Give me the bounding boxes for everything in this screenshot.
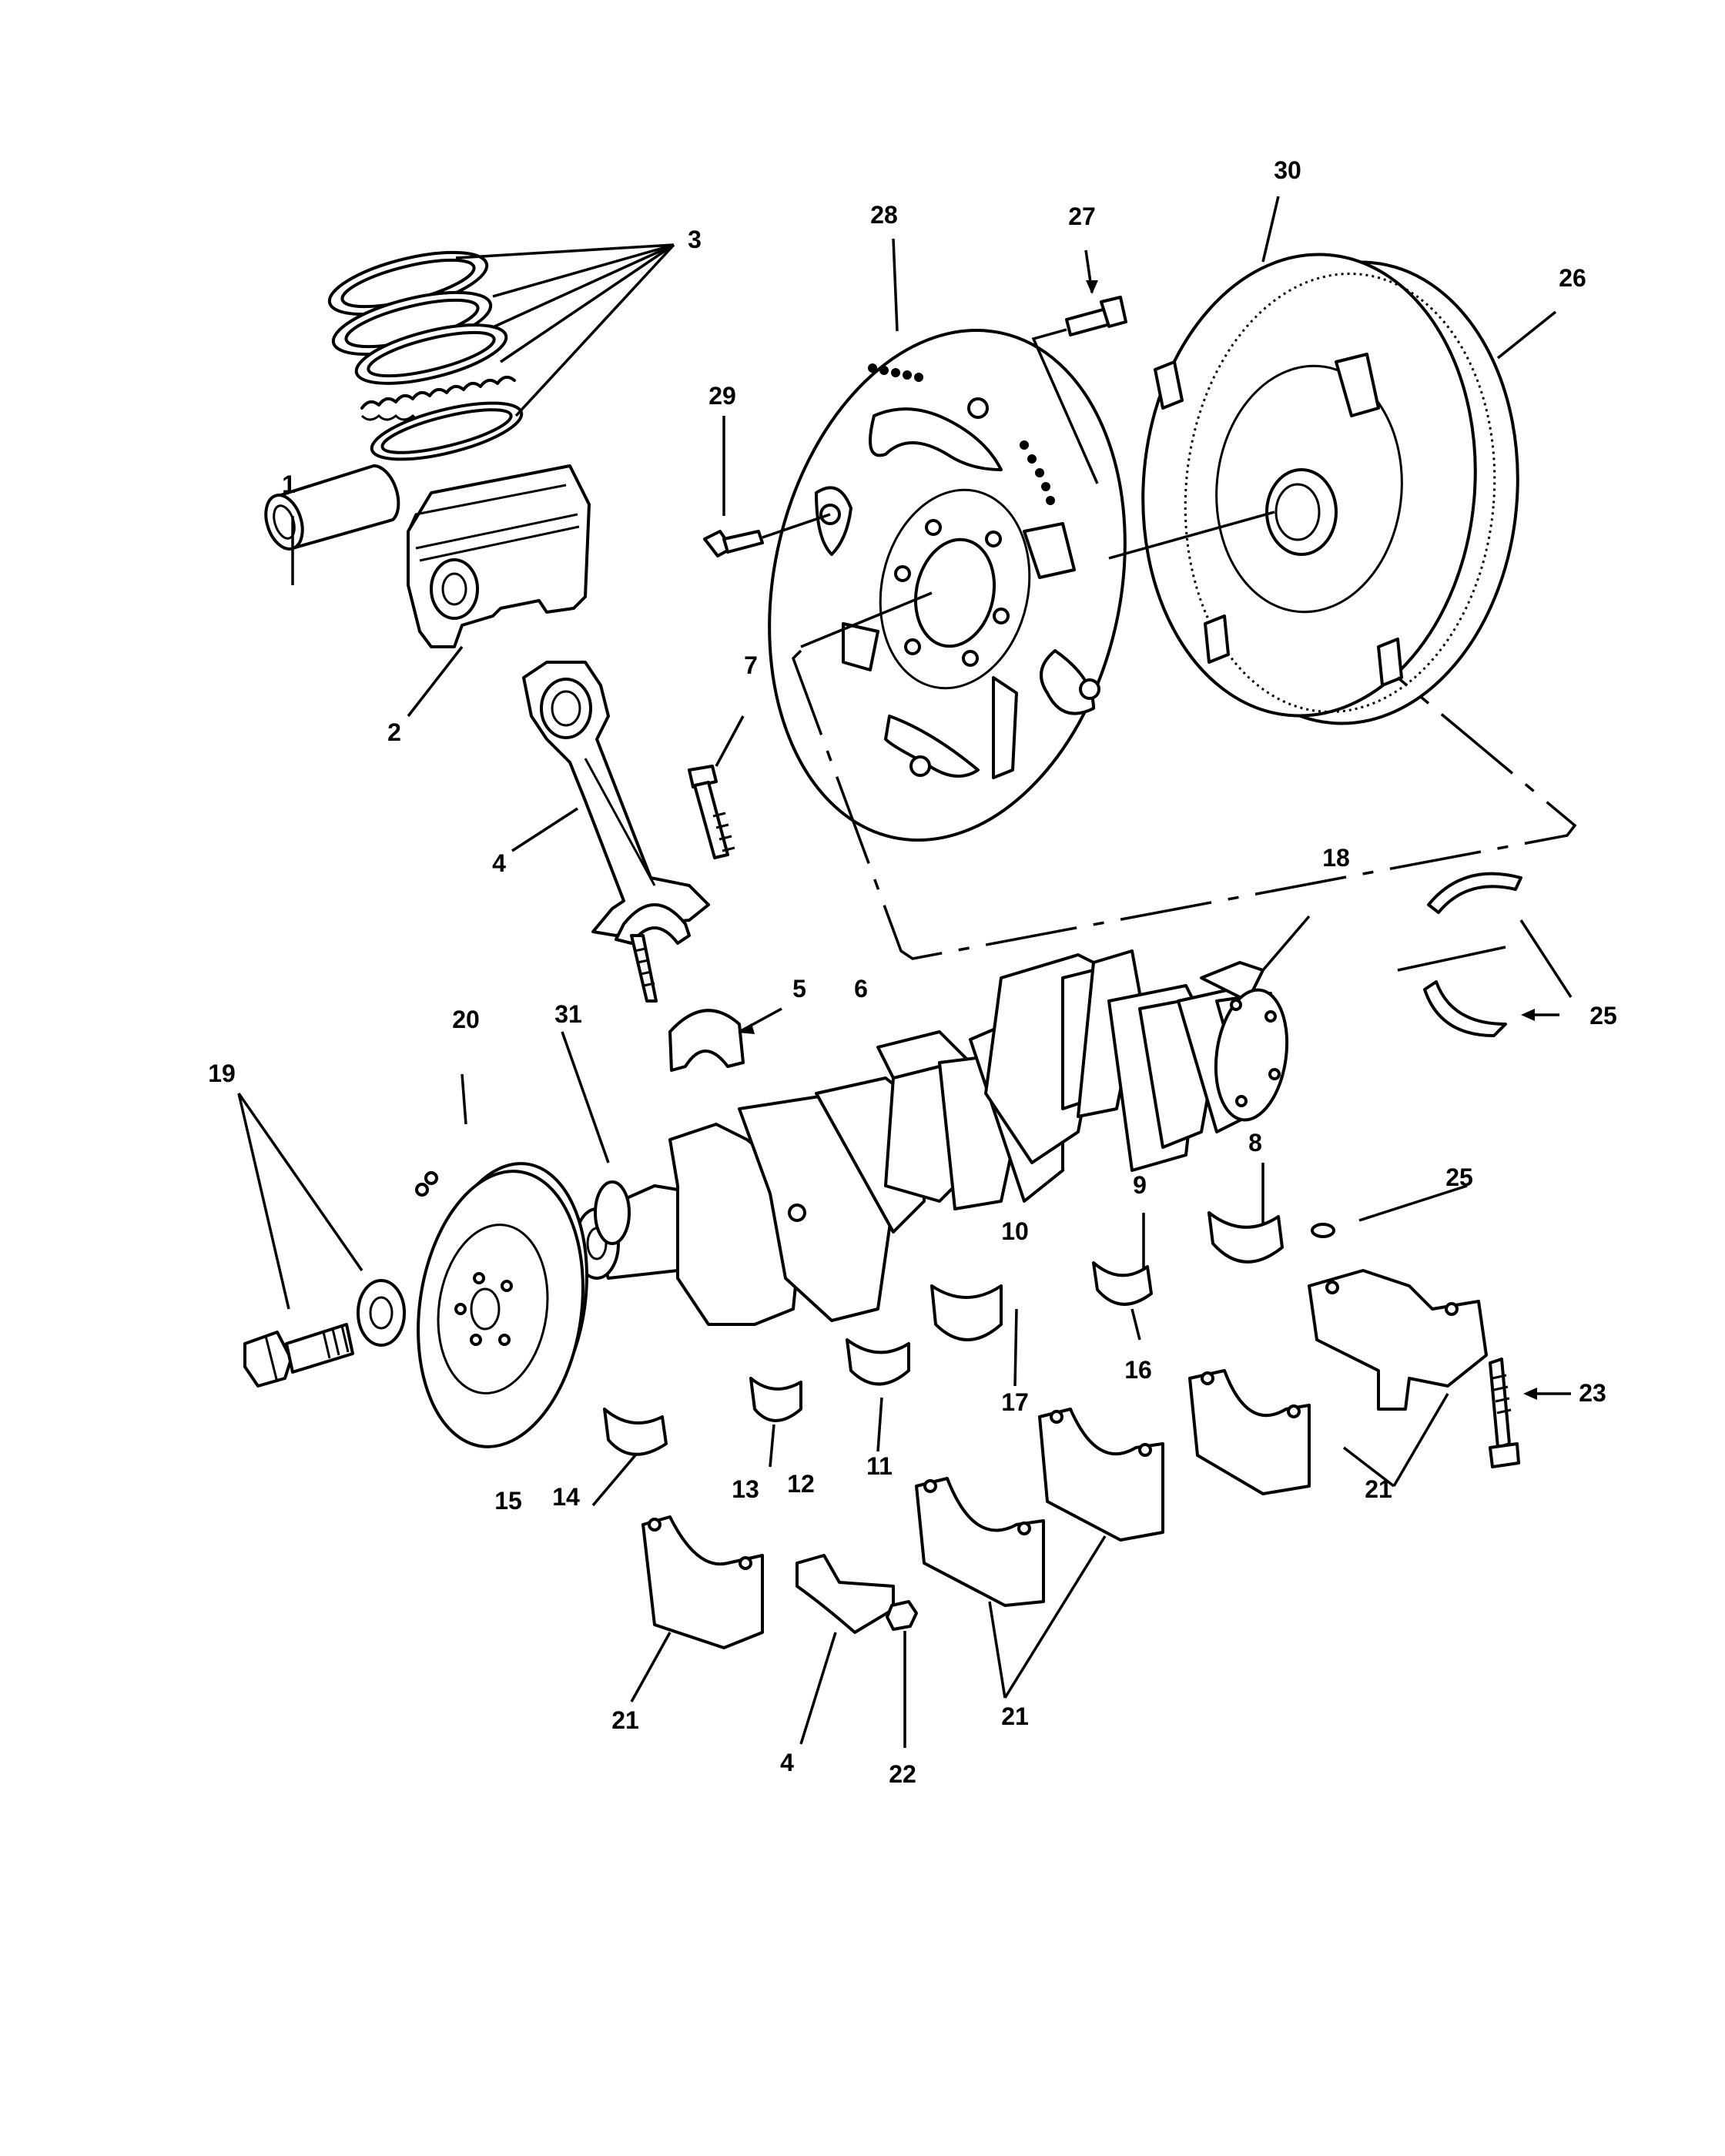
torque-converter	[1141, 253, 1519, 725]
alignment-line	[791, 649, 1577, 960]
callout-8: 8	[1248, 1129, 1262, 1157]
callout-25-lower: 25	[1445, 1163, 1473, 1191]
callout-23: 23	[1579, 1379, 1606, 1407]
thrust-washers	[1397, 872, 1573, 1037]
piston-pin	[264, 464, 400, 551]
callout-4-bottom: 4	[780, 1749, 794, 1776]
callout-21-b: 21	[1001, 1702, 1029, 1730]
callout-19: 19	[208, 1060, 236, 1087]
main-cap-bolt	[1489, 1358, 1520, 1468]
callout-5: 5	[792, 975, 806, 1003]
callout-12: 12	[787, 1470, 815, 1498]
callout-13: 13	[732, 1475, 759, 1503]
alignment-line-ext	[800, 511, 1275, 648]
callout-11: 11	[866, 1452, 893, 1480]
converter-bolt	[1031, 296, 1127, 484]
callout-10: 10	[1001, 1217, 1029, 1245]
callout-22: 22	[889, 1760, 916, 1788]
callout-27: 27	[1068, 203, 1096, 230]
callout-29: 29	[708, 382, 736, 410]
callout-14: 14	[552, 1483, 580, 1511]
seal-ring	[1311, 1223, 1335, 1238]
crankshaft	[574, 949, 1289, 1326]
callout-2: 2	[387, 718, 401, 746]
callout-28: 28	[870, 201, 898, 229]
leader-lines	[237, 196, 1571, 1748]
callout-21-c: 21	[1365, 1475, 1392, 1503]
piston	[407, 464, 591, 648]
callout-3: 3	[688, 226, 702, 253]
callout-4-top: 4	[492, 849, 506, 877]
rod-nut	[886, 1600, 918, 1631]
connecting-rod	[522, 661, 710, 1003]
callout-31: 31	[554, 1000, 582, 1028]
callout-21-a: 21	[611, 1706, 639, 1734]
main-bearing-caps	[641, 1269, 1488, 1649]
callout-16: 16	[1124, 1356, 1152, 1384]
callout-labels: 1 2 3 4 5 6 7 8 9 10 11 12 13 14 15 16 1…	[208, 156, 1617, 1788]
callout-7: 7	[744, 651, 758, 679]
callout-1: 1	[282, 470, 296, 498]
callout-30: 30	[1274, 156, 1301, 184]
rod-bolt	[688, 765, 735, 859]
callout-9: 9	[1133, 1171, 1147, 1199]
piston-rings	[327, 250, 524, 461]
callout-15: 15	[494, 1487, 522, 1515]
callout-18: 18	[1322, 844, 1350, 872]
callout-26: 26	[1559, 264, 1586, 292]
flex-plate	[768, 328, 1127, 842]
damper-bolt	[243, 1279, 406, 1388]
callout-25-upper: 25	[1589, 1002, 1617, 1029]
bearing-shells	[603, 1009, 1284, 1456]
vibration-damper	[415, 1162, 588, 1448]
callout-6: 6	[854, 975, 868, 1003]
flex-plate-bolt	[703, 513, 831, 557]
crank-gear	[594, 1180, 631, 1245]
callout-20: 20	[452, 1006, 480, 1033]
callout-17: 17	[1001, 1388, 1029, 1416]
